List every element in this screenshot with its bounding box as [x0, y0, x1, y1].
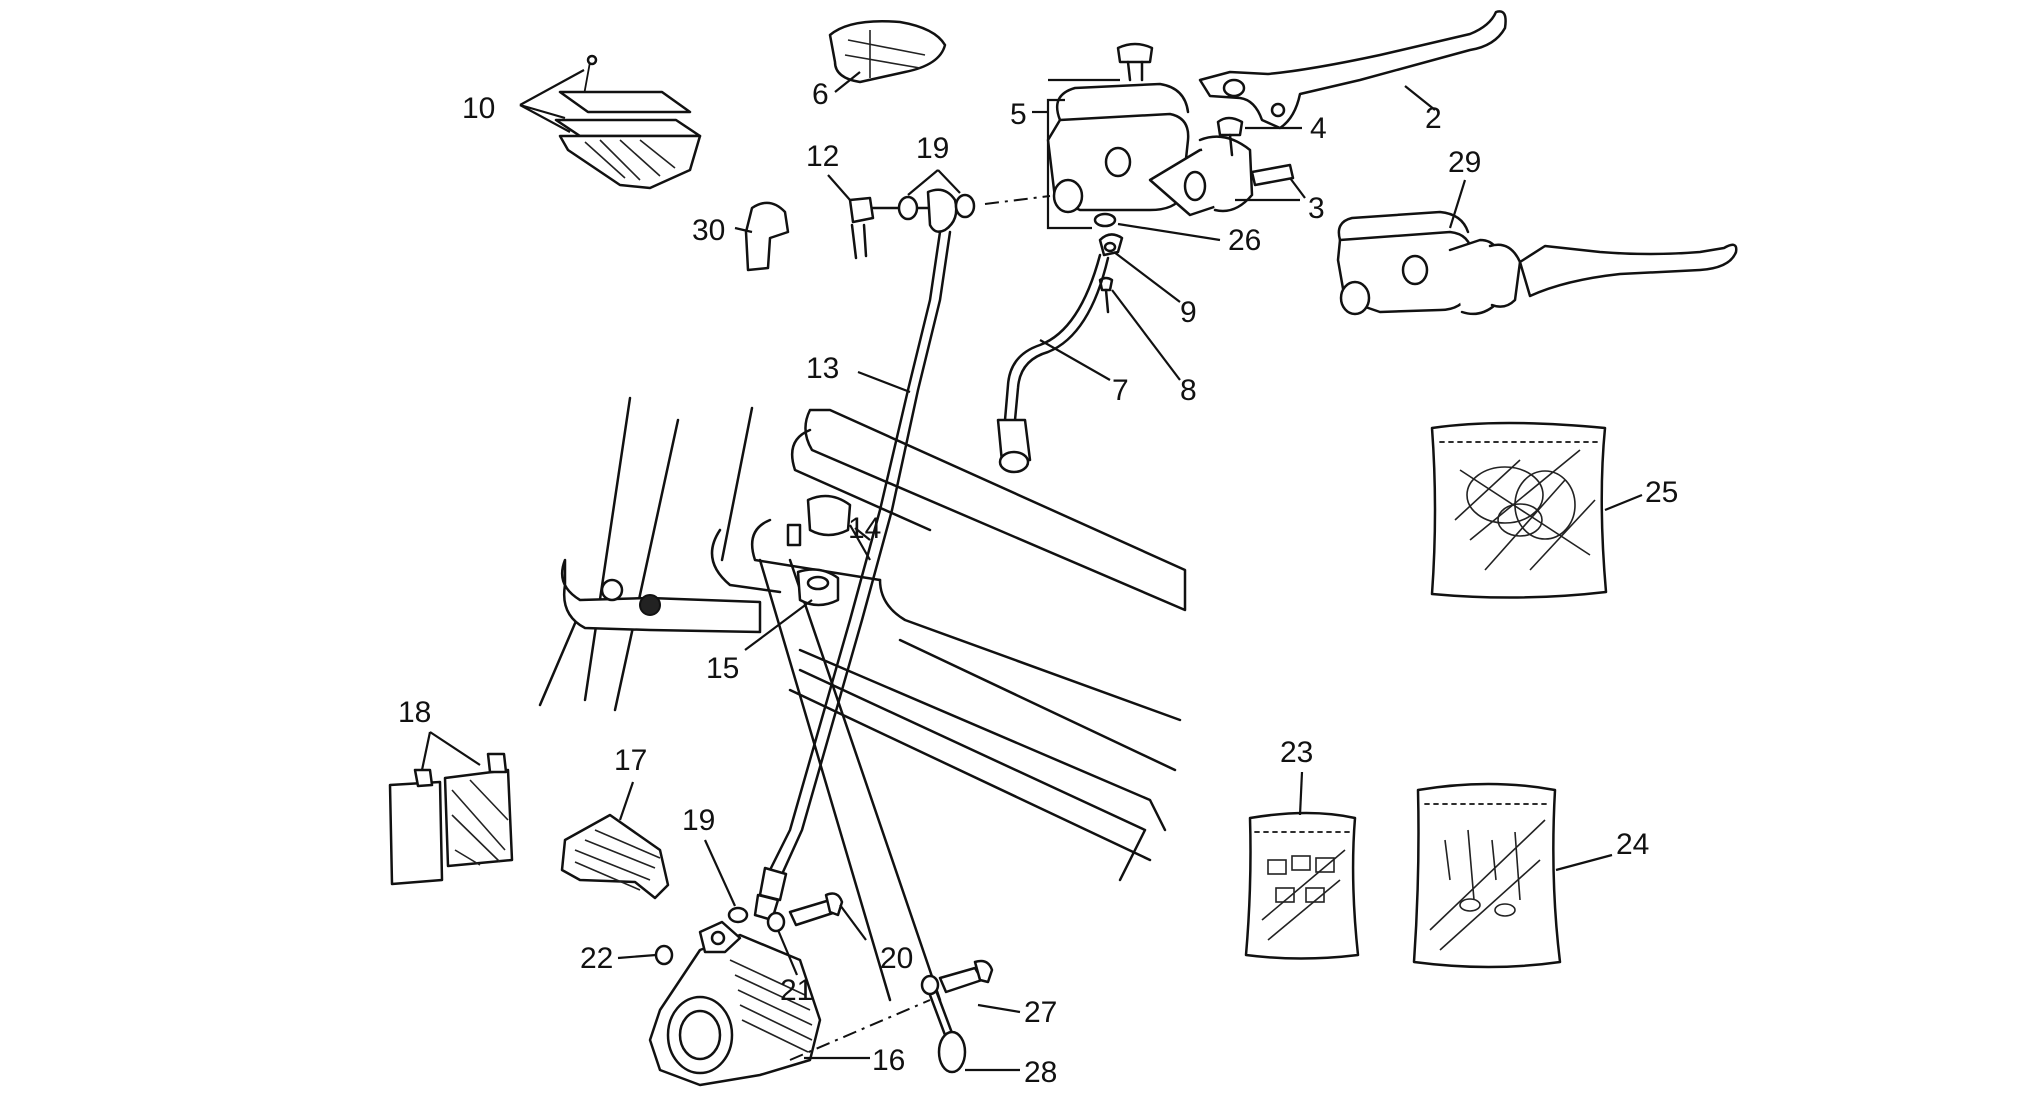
- seal-kit-bag-large: [1430, 421, 1608, 599]
- callout-12: 12: [806, 140, 839, 173]
- rubber-cover: [828, 20, 947, 84]
- callout-7: 7: [1112, 374, 1129, 407]
- brake-caliper: [648, 920, 822, 1087]
- callout-30: 30: [692, 214, 725, 247]
- callout-16: 16: [872, 1044, 905, 1077]
- master-cylinder-complete: [1336, 210, 1738, 316]
- leader-lines: [420, 69, 1643, 1072]
- brake-lever: [1198, 10, 1507, 130]
- callout-20: 20: [880, 942, 913, 975]
- reservoir-cap-assembly: [554, 54, 702, 190]
- callout-10: 10: [462, 92, 495, 125]
- callout-24: 24: [1616, 828, 1649, 861]
- callout-21: 21: [780, 974, 813, 1007]
- callout-8: 8: [1180, 374, 1197, 407]
- brake-hose: [753, 230, 952, 922]
- callout-27: 27: [1024, 996, 1057, 1029]
- callout-2: 2: [1425, 102, 1442, 135]
- lower-fittings: [654, 892, 844, 966]
- callout-3: 3: [1308, 192, 1325, 225]
- small-parts-bag-small: [1244, 811, 1360, 960]
- brake-light-switch: [996, 233, 1124, 474]
- callout-22: 22: [580, 942, 613, 975]
- callout-6: 6: [812, 78, 829, 111]
- elbow-cap: [744, 201, 790, 272]
- callout-29: 29: [1448, 146, 1481, 179]
- callout-numbers: 2 3 4 5 6 7 8 9 10 12 13 14 15 16 17 18 …: [398, 78, 1678, 1089]
- callout-19-upper: 19: [916, 132, 949, 165]
- callout-5: 5: [1010, 98, 1027, 131]
- callout-28: 28: [1024, 1056, 1057, 1089]
- callout-9: 9: [1180, 296, 1197, 329]
- bleed-screw-assembly: [789, 959, 994, 1074]
- brake-pads: [388, 752, 514, 886]
- callout-4: 4: [1310, 112, 1327, 145]
- callout-25: 25: [1645, 476, 1678, 509]
- small-parts-bag-medium: [1412, 782, 1562, 969]
- hose-guide-clips: [786, 494, 852, 607]
- callout-26: 26: [1228, 224, 1261, 257]
- callout-19-lower: 19: [682, 804, 715, 837]
- pad-spring: [560, 813, 670, 900]
- callout-23: 23: [1280, 736, 1313, 769]
- master-cylinder-exploded: [1046, 42, 1295, 228]
- frame-structure: [538, 396, 1187, 1002]
- callout-13: 13: [806, 352, 839, 385]
- banjo-fitting-upper: [848, 188, 1051, 260]
- callout-15: 15: [706, 652, 739, 685]
- callout-18: 18: [398, 696, 431, 729]
- callout-14: 14: [848, 512, 881, 545]
- callout-17: 17: [614, 744, 647, 777]
